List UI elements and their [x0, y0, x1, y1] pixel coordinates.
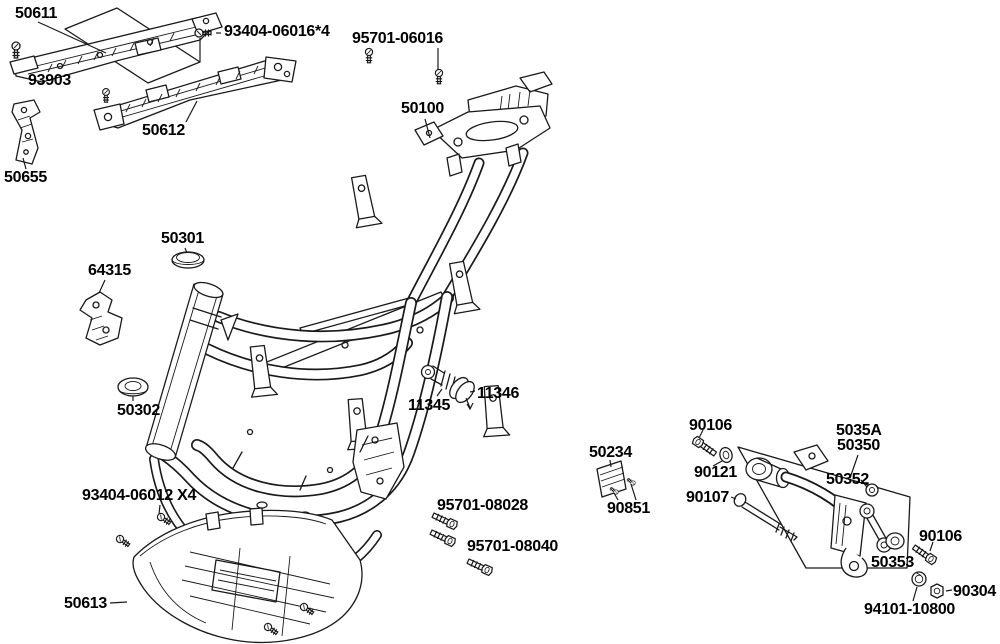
part-50612-cross-member	[93, 56, 297, 131]
steering-head-tube	[144, 281, 239, 461]
bolt-95701-08040	[465, 556, 495, 577]
part-50611-cross-member	[9, 12, 223, 83]
bolt-90106-left	[690, 434, 719, 459]
bolt-90107-long	[733, 493, 798, 542]
rear-carrier-plate	[414, 71, 553, 177]
part-50301-cap	[171, 251, 205, 269]
part-5035A-hanger-assembly	[737, 444, 911, 578]
part-50234-plate	[596, 460, 627, 498]
part-50302-grommet	[117, 377, 149, 397]
bolts-95701-08028	[428, 510, 460, 548]
part-50655-bracket	[11, 99, 41, 165]
leader-lines	[22, 21, 953, 604]
part-50100-frame-body	[144, 71, 553, 581]
frame-foot-bracket	[352, 422, 405, 500]
screw-50612	[102, 88, 110, 103]
part-11345-11346-plug	[420, 364, 475, 404]
part-64315-bracket	[79, 291, 123, 346]
nut-90304	[930, 583, 944, 599]
spring-washer-94101	[911, 571, 927, 587]
bolt-95701-06016-a	[364, 47, 374, 64]
screw-small-left	[11, 41, 21, 59]
bolt-95701-06016-b	[434, 68, 444, 85]
bolt-90106-right	[910, 542, 939, 567]
washer-90121	[719, 446, 733, 464]
part-50613-under-cover	[132, 507, 363, 644]
